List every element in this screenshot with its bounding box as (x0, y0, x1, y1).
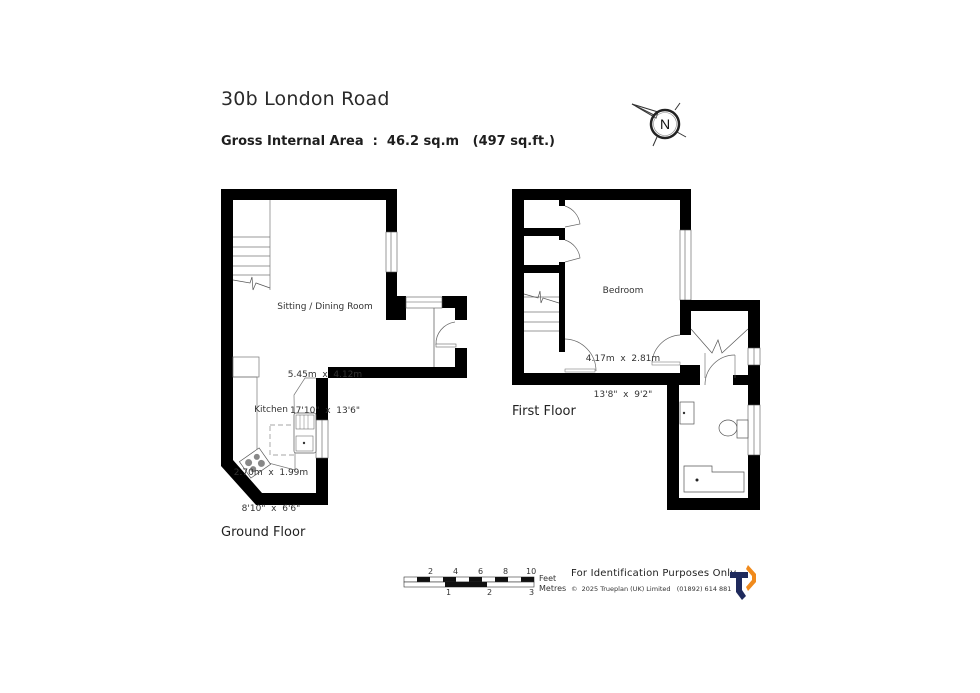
copyright-notice: © 2025 Trueplan (UK) Limited (01892) 614… (571, 585, 732, 593)
first-floor-plan (512, 189, 761, 510)
room-bedroom: Bedroom 4.17m x 2.81m 13'8" x 9'2" (578, 261, 668, 413)
room-name: Kitchen (254, 405, 288, 415)
svg-text:N: N (660, 116, 670, 132)
scale-tick-metres: 1 (446, 588, 452, 597)
room-imperial: 8'10" x 6'6" (241, 504, 301, 514)
identification-disclaimer: For Identification Purposes Only. (571, 568, 739, 579)
room-metric: 2.70m x 1.99m (233, 468, 309, 478)
room-name: Bedroom (602, 286, 644, 296)
scale-metres-label: Metres (539, 584, 567, 593)
ground-floor-plan (221, 189, 467, 505)
room-imperial: 17'10" x 13'6" (289, 406, 361, 416)
room-kitchen: Kitchen 2.70m x 1.99m 8'10" x 6'6" (233, 380, 309, 527)
scale-bar (403, 576, 535, 588)
scale-feet-label: Feet (539, 574, 557, 583)
floor-label-ground: Ground Floor (221, 525, 306, 540)
property-title: 30b London Road (221, 88, 390, 110)
scale-tick-metres: 2 (487, 588, 493, 597)
gross-internal-area: Gross Internal Area : 46.2 sq.m (497 sq.… (221, 134, 555, 149)
trueplan-logo-icon (728, 562, 760, 602)
scale-tick-metres: 3 (529, 588, 535, 597)
room-name: Sitting / Dining Room (277, 302, 373, 312)
scale-tick-feet: 2 (428, 567, 434, 576)
room-metric: 4.17m x 2.81m (585, 354, 661, 364)
room-metric: 5.45m x 4.12m (287, 370, 363, 380)
room-sitting-dining: Sitting / Dining Room 5.45m x 4.12m 17'1… (270, 277, 380, 429)
scale-tick-feet: 10 (526, 567, 537, 576)
north-compass-icon: N (628, 98, 688, 150)
room-imperial: 13'8" x 9'2" (593, 390, 653, 400)
scale-tick-feet: 4 (453, 567, 459, 576)
scale-tick-feet: 6 (478, 567, 484, 576)
scale-tick-feet: 8 (503, 567, 509, 576)
floor-label-first: First Floor (512, 404, 576, 419)
